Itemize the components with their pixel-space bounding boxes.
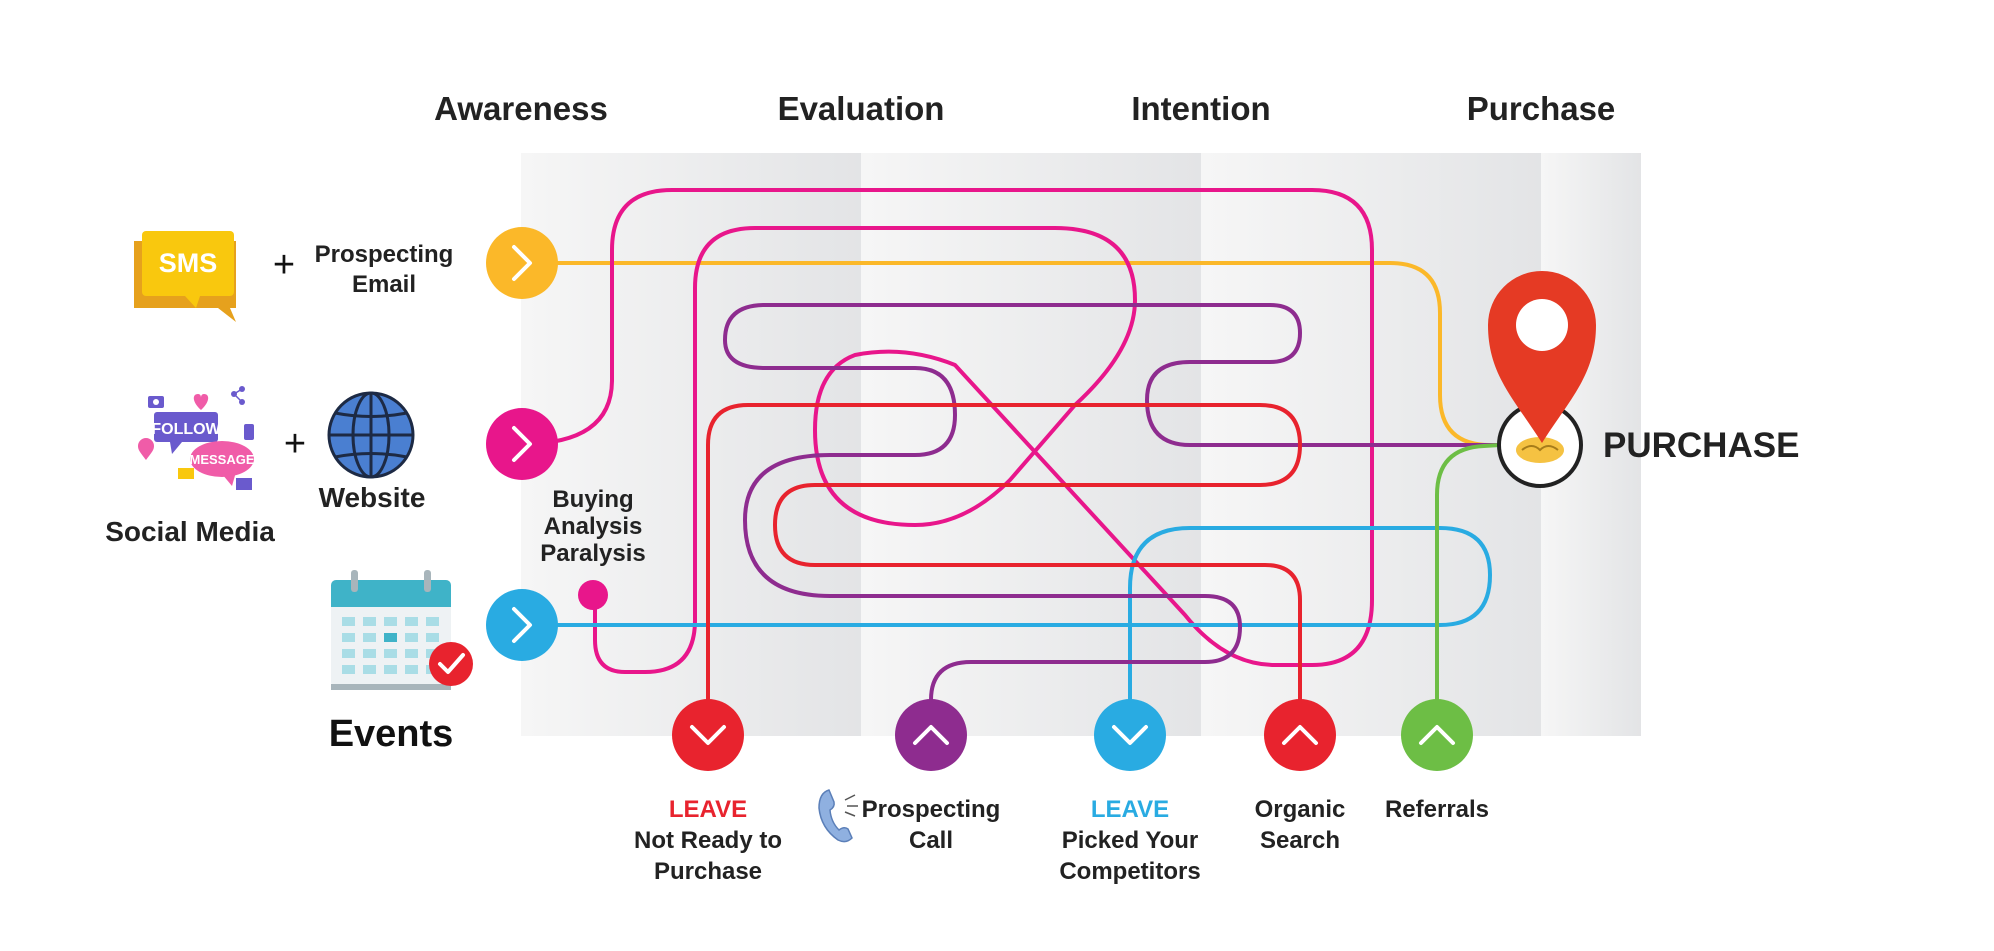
source-website: Website — [319, 482, 426, 513]
exit-line-organic-2: Search — [1260, 827, 1340, 854]
plus-sign-website: + — [284, 423, 306, 465]
chevron-down-icon — [1112, 725, 1148, 745]
exit-button-competitors[interactable] — [1094, 699, 1166, 771]
phone-icon — [818, 789, 858, 843]
purchase-label: PURCHASE — [1603, 426, 1799, 465]
photo-small-icon — [236, 478, 252, 490]
source-email-line1: Prospecting — [315, 241, 454, 268]
path-green-referrals — [1435, 443, 1502, 737]
path-pink-website — [520, 188, 1374, 674]
calendar-cell — [342, 649, 355, 658]
exit-line-competitors-2: Competitors — [1059, 858, 1200, 885]
calendar-cell — [405, 649, 418, 658]
exit-labels: LEAVE Not Ready to Purchase Prospecting … — [634, 796, 1489, 885]
calendar-cell — [342, 617, 355, 626]
stage-title-intention: Intention — [1131, 90, 1270, 127]
location-pin-icon — [1488, 271, 1596, 443]
exit-line-not-ready-1: Not Ready to — [634, 827, 782, 854]
paralysis-label-line1: Buying — [552, 486, 633, 513]
calendar-cell — [384, 617, 397, 626]
calendar-cell — [363, 633, 376, 642]
plus-sign-email: + — [273, 244, 295, 286]
calendar-cell — [342, 665, 355, 674]
path-yellow-email — [520, 261, 1502, 447]
calendar-cell — [405, 665, 418, 674]
sms-icon: SMS — [134, 231, 236, 322]
paralysis-label-line2: Analysis — [544, 513, 643, 540]
globe-icon — [327, 391, 415, 479]
exit-line-referrals-1: Referrals — [1385, 796, 1489, 823]
calendar-cell — [363, 649, 376, 658]
exit-line-competitors-1: Picked Your — [1062, 827, 1199, 854]
path-red-leave — [706, 403, 1302, 702]
social-media-icon: FOLLOW MESSAGE — [138, 386, 255, 490]
calendar-cell — [342, 633, 355, 642]
calendar-cell — [384, 665, 397, 674]
calendar-cell — [426, 617, 439, 626]
exit-button-organic-search[interactable] — [1264, 699, 1336, 771]
exit-line-organic-1: Organic — [1255, 796, 1346, 823]
entry-button-events[interactable] — [486, 589, 558, 661]
calendar-cell — [384, 649, 397, 658]
phone-small-icon — [244, 424, 254, 440]
source-events: Events — [329, 713, 454, 755]
chevron-right-icon — [512, 607, 532, 643]
social-icon-follow: FOLLOW — [151, 421, 221, 438]
stage-title-evaluation: Evaluation — [778, 90, 945, 127]
calendar-cell — [363, 665, 376, 674]
chevron-right-icon — [512, 245, 532, 281]
calendar-cell — [384, 633, 397, 642]
column-evaluation — [861, 153, 1201, 736]
journey-paths — [520, 188, 1502, 737]
exit-line-not-ready-2: Purchase — [654, 858, 762, 885]
paralysis-dot — [578, 580, 608, 610]
pin-small-icon — [138, 438, 154, 460]
exit-title-competitors: LEAVE — [1091, 796, 1169, 823]
source-social-media: Social Media — [105, 516, 275, 547]
stage-title-purchase: Purchase — [1467, 90, 1616, 127]
exit-title-not-ready: LEAVE — [669, 796, 747, 823]
exit-line-prospecting-2: Call — [909, 827, 953, 854]
entry-button-website[interactable] — [486, 408, 558, 480]
chevron-down-icon — [690, 725, 726, 745]
stage-title-awareness: Awareness — [434, 90, 608, 127]
calendar-cell — [405, 633, 418, 642]
heart-icon — [193, 394, 209, 410]
paralysis-label-line3: Paralysis — [540, 540, 645, 567]
sms-icon-text: SMS — [159, 248, 218, 278]
purchase-target[interactable] — [1488, 271, 1596, 488]
exit-button-not-ready[interactable] — [672, 699, 744, 771]
stage-titles: Awareness Evaluation Intention Purchase — [434, 90, 1615, 127]
chevron-right-icon — [512, 426, 532, 462]
calendar-cell — [426, 633, 439, 642]
chevron-up-icon — [1419, 725, 1455, 745]
mail-small-icon — [178, 468, 194, 479]
handshake-icon — [1516, 437, 1564, 463]
exit-line-prospecting-1: Prospecting — [862, 796, 1001, 823]
social-icon-message: MESSAGE — [189, 452, 254, 467]
check-icon — [429, 642, 473, 686]
path-blue-events — [520, 526, 1492, 737]
chevron-up-icon — [913, 725, 949, 745]
calendar-icon — [331, 570, 451, 690]
entry-button-email[interactable] — [486, 227, 558, 299]
exit-button-prospecting-call[interactable] — [895, 699, 967, 771]
chevron-up-icon — [1282, 725, 1318, 745]
source-email-line2: Email — [352, 271, 416, 298]
calendar-cell — [405, 617, 418, 626]
exit-button-referrals[interactable] — [1401, 699, 1473, 771]
calendar-cell — [363, 617, 376, 626]
